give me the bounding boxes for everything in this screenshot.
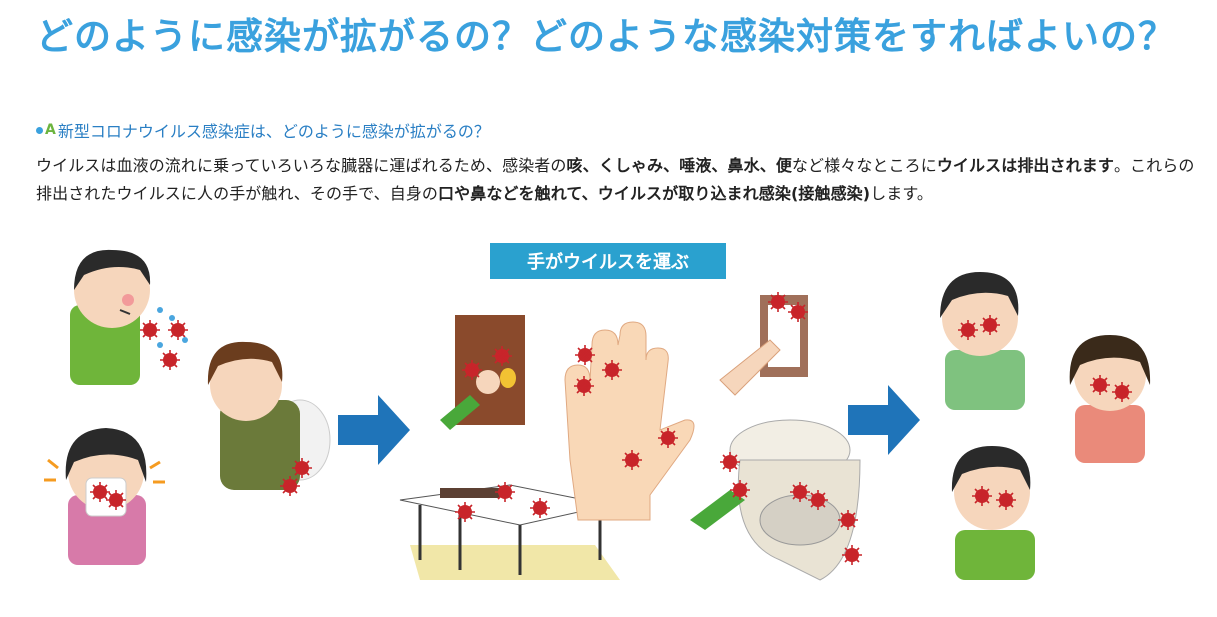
arrow-right-icon [848, 385, 920, 455]
body-bold-2: ウイルスは排出されます [936, 156, 1114, 175]
virus-icon [491, 345, 513, 367]
page-title: どのように感染が拡がるの？どのような感染対策をすればよいの？ [36, 15, 1176, 58]
virus-icon [729, 479, 751, 501]
open-hand [564, 321, 695, 521]
body-text-1: ウイルスは血液の流れに乗っていろいろな臓器に運ばれるため、感染者の [36, 156, 567, 175]
hand-carries-virus-banner: 手がウイルスを運ぶ [490, 243, 726, 279]
virus-icon [841, 544, 863, 566]
virus-icon [89, 481, 111, 503]
question-heading: A 新型コロナウイルス感染症は、どのように感染が拡がるの？ [36, 118, 490, 142]
question-text: 新型コロナウイルス感染症は、どのように感染が拡がるの？ [57, 122, 490, 141]
virus-icon [979, 314, 1001, 336]
arrow-right-icon [338, 395, 410, 465]
crying-boy [951, 446, 1035, 580]
virus-icon [454, 501, 476, 523]
virus-icon [807, 489, 829, 511]
sick-girl [1069, 335, 1151, 463]
virus-icon [139, 319, 161, 341]
sneezing-girl [44, 428, 165, 565]
virus-icon [529, 497, 551, 519]
virus-icon [657, 427, 679, 449]
body-bold-3: 口や鼻などを触れて、ウイルスが取り込まれ感染(接触感染) [438, 184, 871, 203]
virus-icon [574, 344, 596, 366]
virus-icon [159, 349, 181, 371]
virus-icon [1089, 374, 1111, 396]
virus-icon [767, 291, 789, 313]
virus-icon [105, 489, 127, 511]
virus-icon [573, 375, 595, 397]
body-text-2: など様々なところに [791, 156, 937, 175]
light-switch [719, 291, 809, 396]
bullet-icon [36, 126, 43, 134]
body-text-4: します。 [870, 184, 933, 203]
virus-icon [995, 489, 1017, 511]
virus-icon [291, 457, 313, 479]
virus-icon [837, 509, 859, 531]
virus-icon [1111, 381, 1133, 403]
sick-boy [940, 272, 1025, 410]
door-knob [440, 315, 525, 430]
virus-icon [971, 485, 993, 507]
virus-icon [957, 319, 979, 341]
virus-icon [787, 301, 809, 323]
coughing-boy [70, 249, 189, 385]
virus-icon [279, 475, 301, 497]
body-text-3: 。これらの排出されたウイルスに人の手が触れ、その手で、自身の [36, 156, 1195, 203]
toilet [690, 419, 863, 581]
virus-icon [601, 359, 623, 381]
virus-icon [494, 481, 516, 503]
virus-icon [719, 451, 741, 473]
body-bold-1: 咳、くしゃみ、唾液、鼻水、便 [566, 156, 792, 175]
virus-icon [789, 481, 811, 503]
body-paragraph: ウイルスは血液の流れに乗っていろいろな臓器に運ばれるため、感染者の咳、くしゃみ、… [36, 152, 1196, 208]
table [399, 481, 620, 580]
toilet-boy [207, 341, 331, 497]
virus-icon [621, 449, 643, 471]
virus-icon [461, 359, 483, 381]
answer-mark: A [45, 122, 56, 138]
